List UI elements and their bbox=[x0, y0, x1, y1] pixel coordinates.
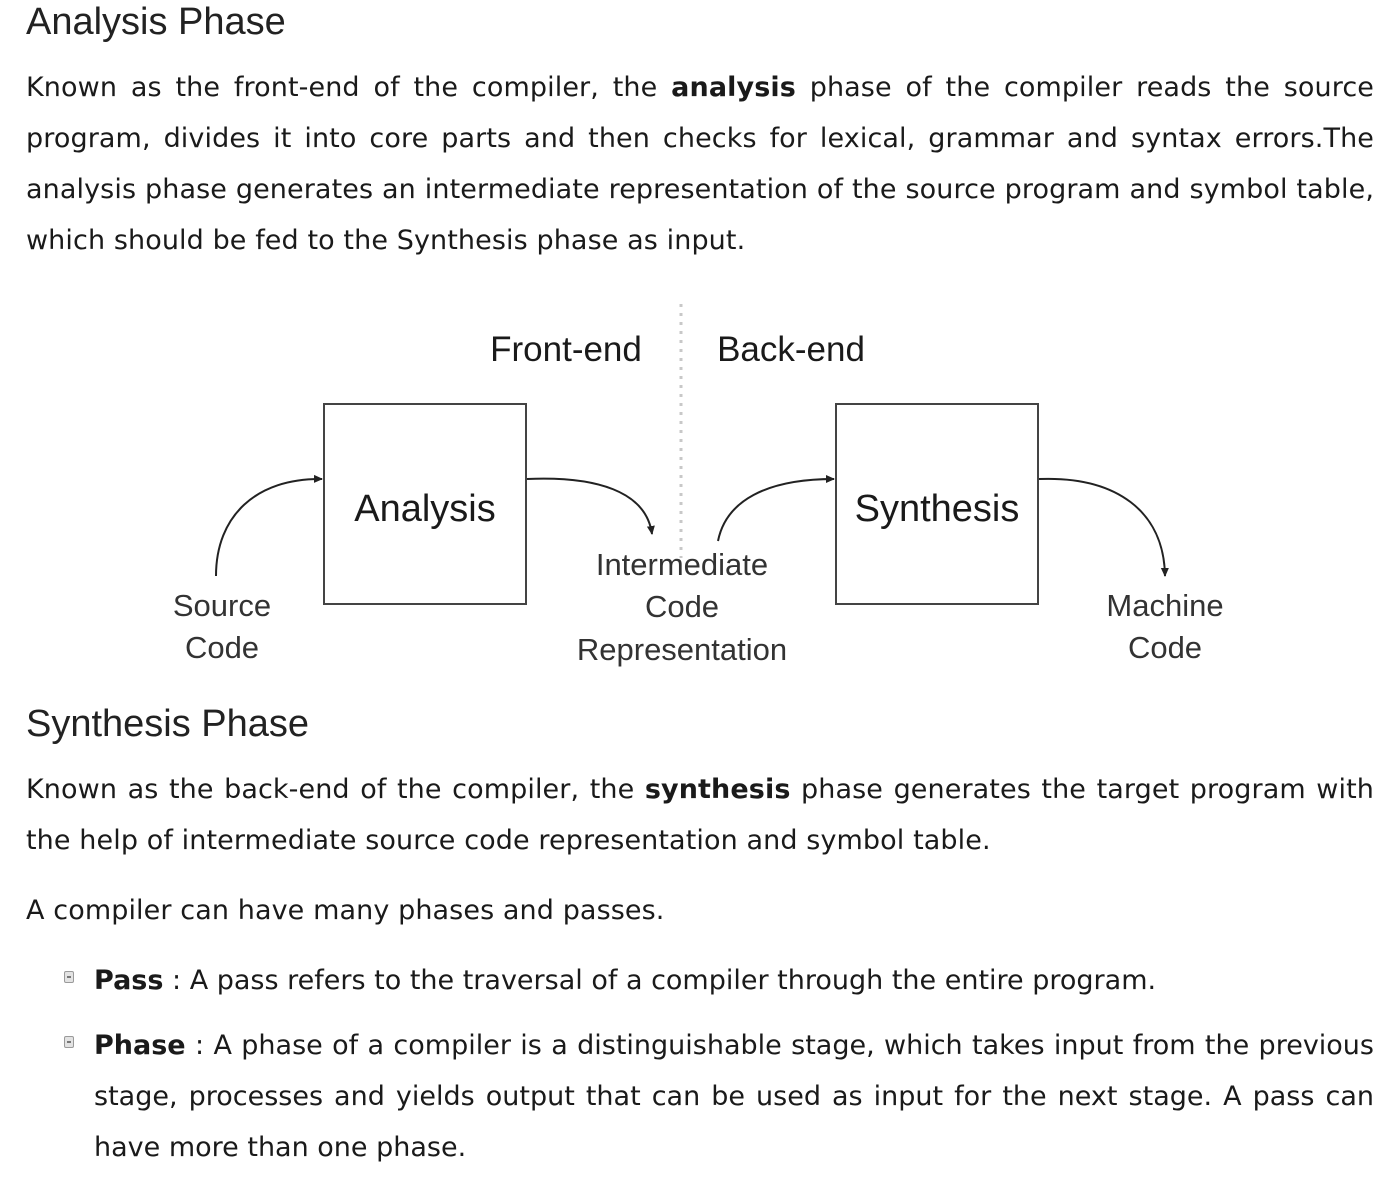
intermediate-to-synthesis-arrow bbox=[717, 475, 835, 542]
synthesis-box-label: Synthesis bbox=[855, 488, 1020, 530]
compiler-phases-diagram: Front-end Back-end Analysis Synthesis So… bbox=[26, 286, 1374, 706]
phases-passes-paragraph: A compiler can have many phases and pass… bbox=[26, 895, 665, 926]
synthesis-phase-heading: Synthesis Phase bbox=[26, 703, 310, 745]
diagram-svg: Front-end Back-end Analysis Synthesis So… bbox=[173, 304, 1224, 667]
analysis-box-label: Analysis bbox=[354, 488, 496, 530]
analysis-phase-paragraph: Known as the front-end of the compiler, … bbox=[26, 62, 1374, 266]
synthesis-bold-term: synthesis bbox=[644, 774, 791, 805]
bullet-icon bbox=[64, 1036, 74, 1048]
pass-term: Pass bbox=[94, 965, 164, 996]
synthesis-phase-paragraph: Known as the back-end of the compiler, t… bbox=[26, 764, 1374, 866]
pass-definition: : A pass refers to the traversal of a co… bbox=[163, 965, 1157, 996]
analysis-box bbox=[323, 403, 527, 605]
definitions-list: Pass : A pass refers to the traversal of… bbox=[26, 955, 1374, 1173]
synthesis-box bbox=[835, 403, 1039, 605]
machine-code-label-line1: Machine bbox=[1106, 588, 1223, 623]
machine-code-label-line2: Code bbox=[1128, 630, 1202, 665]
analysis-phase-heading: Analysis Phase bbox=[26, 1, 286, 43]
front-end-label: Front-end bbox=[490, 330, 642, 369]
list-item-phase: Phase : A phase of a compiler is a disti… bbox=[64, 1020, 1374, 1173]
back-end-label: Back-end bbox=[717, 330, 865, 369]
intermediate-label-line3: Representation bbox=[577, 632, 787, 667]
list-item-pass: Pass : A pass refers to the traversal of… bbox=[64, 955, 1374, 1006]
article-content: Analysis Phase Known as the front-end of… bbox=[26, 0, 1374, 1187]
phase-term: Phase bbox=[94, 1030, 186, 1061]
analysis-text-start: Known as the front-end of the compiler, … bbox=[26, 72, 672, 103]
analysis-to-intermediate-arrow bbox=[526, 477, 655, 535]
source-to-analysis-arrow bbox=[215, 474, 323, 577]
synthesis-text-end: phase generates the target program with … bbox=[26, 774, 1374, 856]
source-code-label-line1: Source bbox=[173, 588, 271, 623]
phase-definition: : A phase of a compiler is a distinguish… bbox=[94, 1030, 1374, 1163]
analysis-bold-term: analysis bbox=[671, 72, 796, 103]
source-code-label-line2: Code bbox=[185, 630, 259, 665]
intermediate-label-line1: Intermediate bbox=[596, 547, 768, 582]
synthesis-text-start: Known as the back-end of the compiler, t… bbox=[26, 774, 645, 805]
synthesis-to-machine-arrow bbox=[1038, 477, 1169, 577]
bullet-icon bbox=[64, 971, 74, 983]
analysis-text-end: phase of the compiler reads the source p… bbox=[26, 72, 1374, 256]
intermediate-label-line2: Code bbox=[645, 589, 719, 624]
